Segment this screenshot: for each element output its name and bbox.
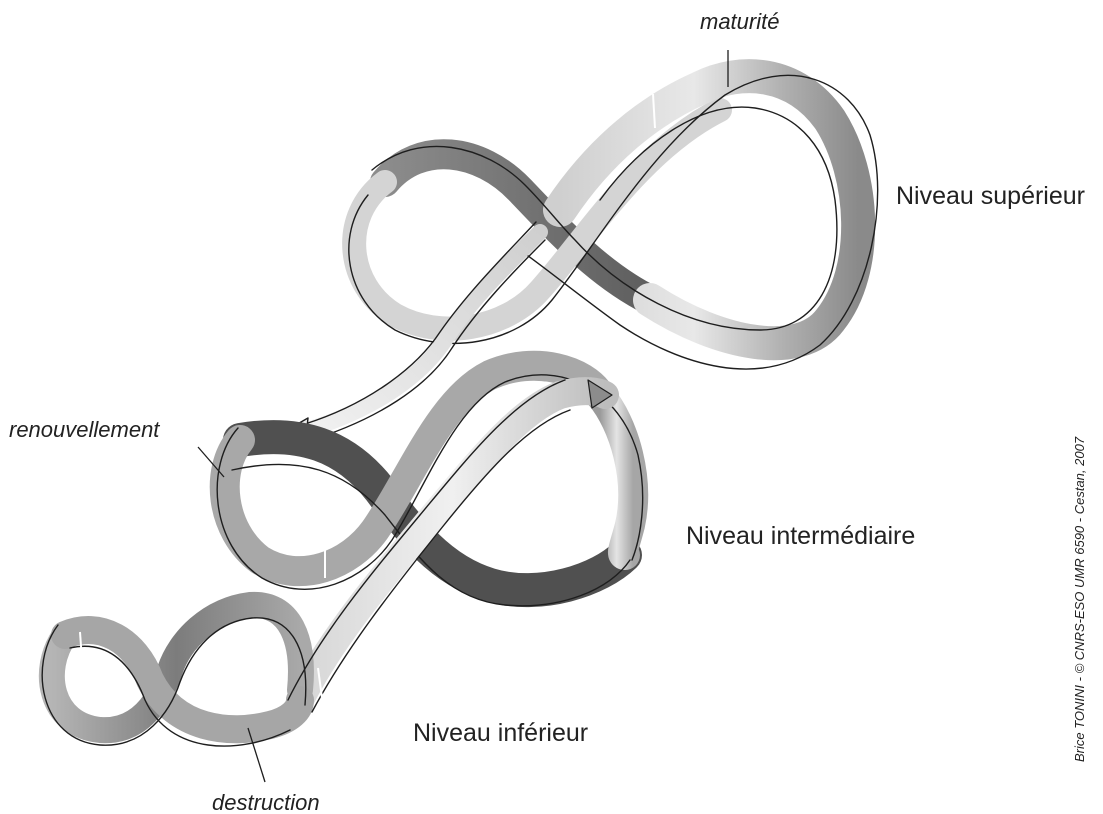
middle-loop-dark-strip [223, 420, 642, 608]
upper-loop-highlight [652, 93, 656, 129]
lower-loop-highlight-2 [79, 631, 83, 661]
middle-level-label: Niveau intermédiaire [686, 522, 915, 550]
renewal-arrow-outline [304, 221, 546, 443]
upper-loop-left-lobe [342, 98, 732, 341]
lower-loop-highlight-1 [317, 667, 323, 699]
upper-loop-outline-outer [348, 74, 879, 370]
renewal-label: renouvellement [9, 417, 160, 442]
upper-level-loop [342, 59, 879, 370]
middle-loop-outline-outer [216, 374, 644, 590]
upper-level-label: Niveau supérieur [896, 182, 1085, 210]
lower-level-label: Niveau inférieur [413, 719, 588, 747]
middle-loop-outline-inner [231, 463, 631, 607]
lower-loop-left-lobe [38, 591, 314, 744]
maturity-label: maturité [700, 9, 779, 34]
lower-rise-arrow-head [587, 379, 613, 409]
lower-loop-rising-strip [286, 377, 619, 714]
middle-level-loop [209, 350, 649, 608]
lower-loop-rise-edges [287, 379, 571, 713]
renewal-leader-line [197, 446, 225, 478]
lower-level-loop [38, 377, 619, 747]
middle-loop-left-lobe [209, 350, 615, 587]
destruction-label: destruction [212, 790, 320, 814]
lower-loop-bottom-sweep [51, 616, 314, 744]
upper-loop-outline-inner [371, 106, 838, 331]
middle-loop-right-lobe [585, 380, 649, 570]
lower-loop-outline [41, 617, 307, 747]
credit-label: Brice TONINI - © CNRS-ESO UMR 6590 - Ces… [1072, 436, 1087, 762]
renewal-arrow-body [292, 224, 548, 440]
destruction-leader-line [247, 727, 266, 783]
upper-loop-back-strip [370, 139, 665, 315]
upper-loop-right-lobe [543, 59, 876, 361]
